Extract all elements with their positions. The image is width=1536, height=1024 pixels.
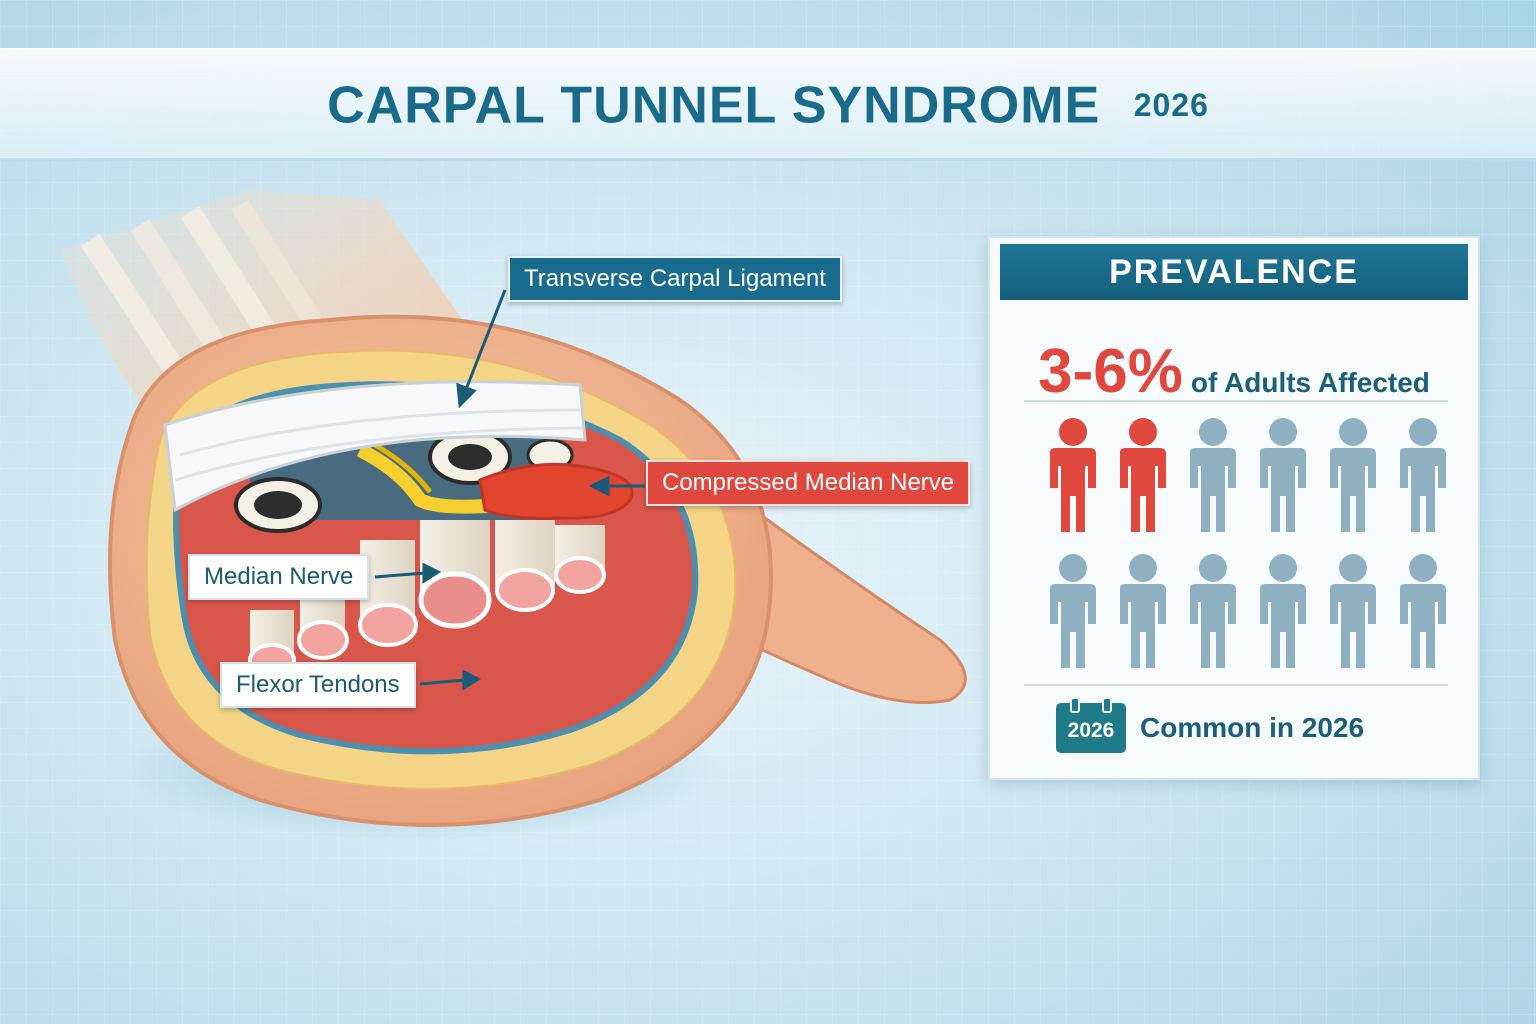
- title-text: CARPAL TUNNEL SYNDROME: [327, 76, 1101, 135]
- person-icon: [1120, 554, 1166, 668]
- footer-text: Common in 2026: [1140, 712, 1365, 743]
- compressed-nerve: [478, 462, 634, 520]
- person-icon: [1190, 418, 1236, 532]
- title-year: 2026: [1133, 86, 1209, 123]
- calendar-icon: 2026: [1056, 697, 1126, 753]
- prevalence-description: of Adults Affected: [1190, 367, 1430, 398]
- page-title: CARPAL TUNNEL SYNDROME 2026: [0, 72, 1536, 135]
- person-icon: [1190, 554, 1236, 668]
- median-nerve-yellow: [356, 443, 501, 514]
- person-icon-affected: [1050, 418, 1096, 532]
- person-icon: [1400, 554, 1446, 668]
- wrist-cross-section-illustration: [60, 190, 967, 840]
- label-median-nerve: Median Nerve: [188, 554, 370, 600]
- person-icon: [1260, 554, 1306, 668]
- title-banner: [0, 48, 1536, 161]
- person-icon: [1050, 554, 1096, 668]
- label-arrows: [374, 289, 645, 691]
- label-compressed-median-nerve: Compressed Median Nerve: [646, 460, 971, 506]
- people-icon-grid: [1038, 416, 1458, 672]
- prevalence-footer: 2026 Common in 2026: [1056, 697, 1365, 756]
- label-transverse-carpal-ligament: Transverse Carpal Ligament: [508, 256, 842, 302]
- person-icon-affected: [1120, 418, 1166, 532]
- person-icon: [1330, 418, 1376, 532]
- prevalence-panel: PREVALENCE 3-6%of Adults Affected 2026 C…: [988, 236, 1480, 780]
- person-icon: [1260, 418, 1306, 532]
- prevalence-heading: PREVALENCE: [1000, 244, 1468, 300]
- calendar-year: 2026: [1067, 719, 1115, 742]
- prevalence-percent: 3-6%: [1038, 337, 1183, 406]
- divider-top: [1024, 400, 1448, 402]
- label-flexor-tendons: Flexor Tendons: [220, 662, 416, 708]
- prevalence-stat: 3-6%of Adults Affected: [990, 336, 1478, 407]
- transverse-carpal-ligament: [163, 380, 587, 513]
- person-icon: [1330, 554, 1376, 668]
- person-icon: [1400, 418, 1446, 532]
- divider-bottom: [1024, 684, 1448, 686]
